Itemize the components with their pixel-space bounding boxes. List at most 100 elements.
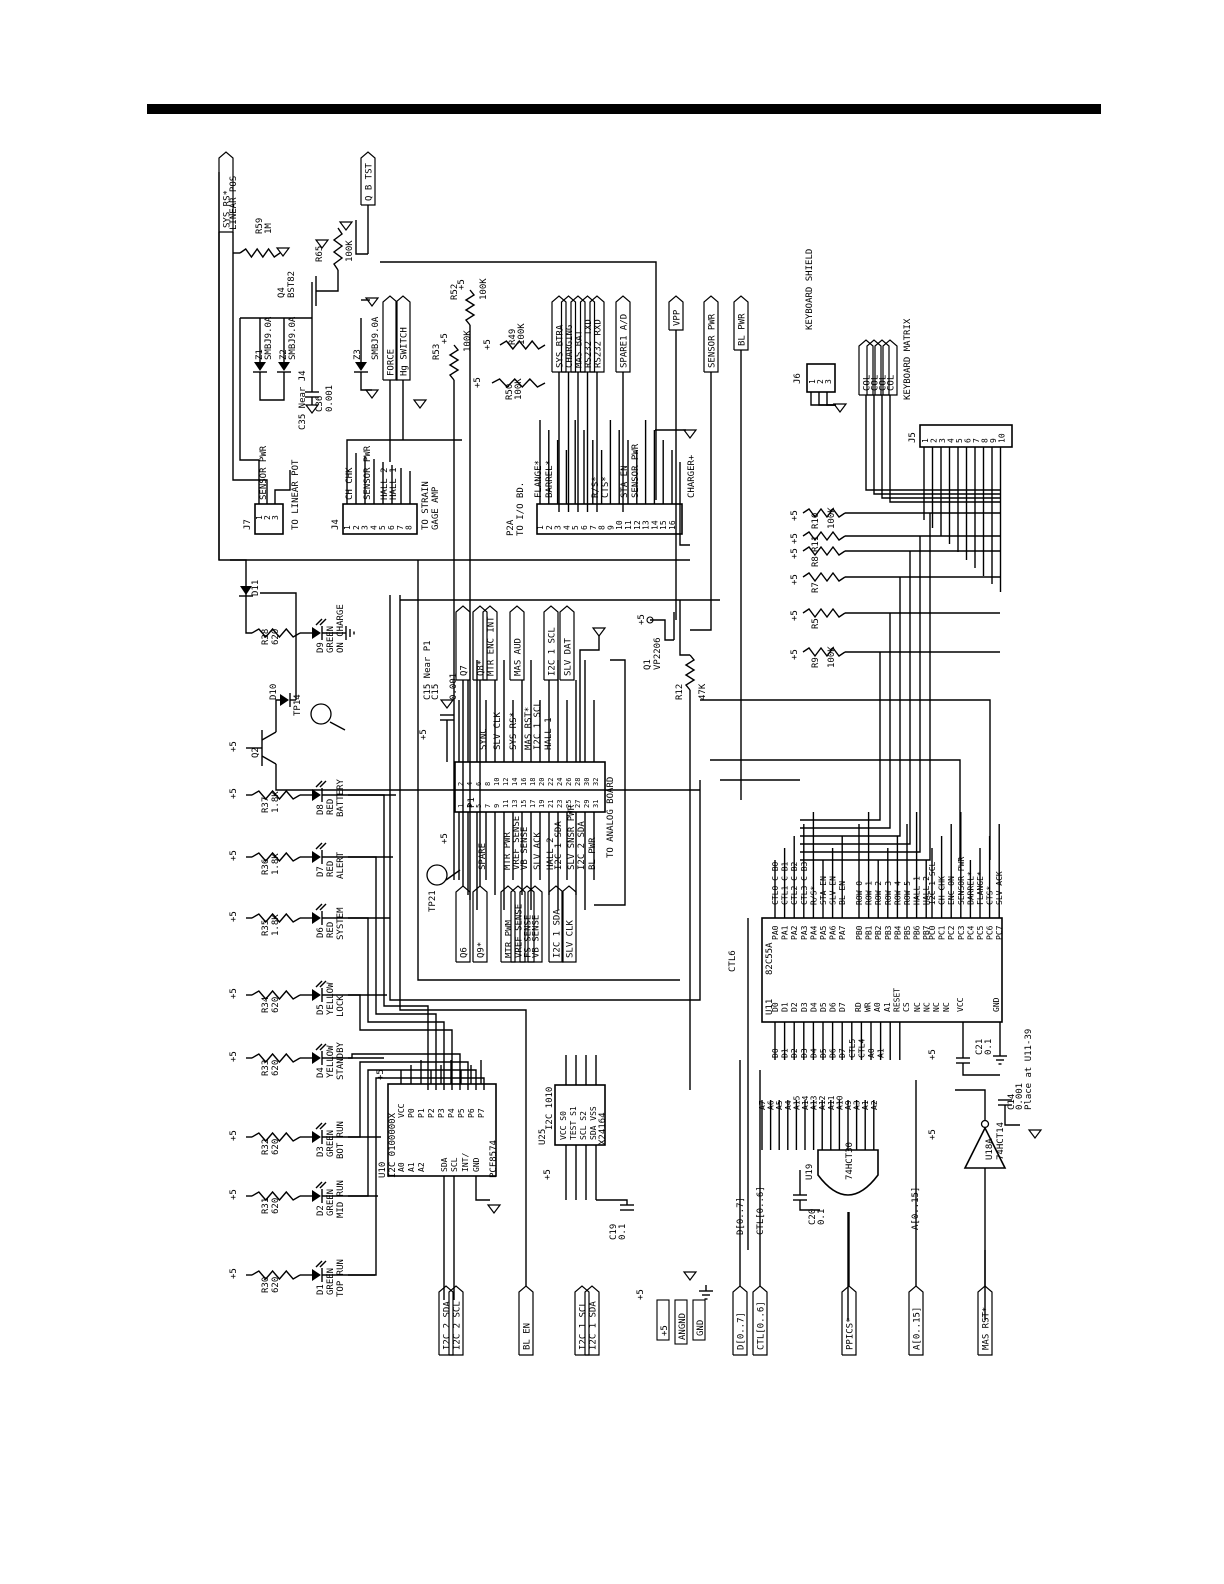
p2a-pin: 4: [562, 525, 571, 530]
p1-left-signal: VB SENSE: [520, 827, 530, 870]
u11-bus-entry: D3: [800, 1048, 809, 1058]
u11-pc-signal: ENC ON: [947, 876, 956, 905]
u10-right-pin: P2: [427, 1108, 436, 1118]
led-arrow: [319, 903, 327, 911]
r12-resistor: [684, 654, 696, 691]
u11-pc-signal: FLANGE*: [976, 871, 985, 905]
u11-pa-pin: PA7: [838, 925, 847, 940]
j5-pin: 6: [964, 438, 973, 443]
offpage-linear-pos: LINEAR POS: [229, 176, 239, 230]
r12-value: 47K: [698, 683, 708, 700]
led-diode-ref: D4: [316, 1067, 326, 1078]
u11-pb-pin: PB6: [913, 925, 922, 940]
u11-ctrl-pin: WR: [864, 1002, 873, 1012]
p1-offpage-left: SLV CLK: [566, 919, 576, 958]
bottom-flag: [752, 1285, 768, 1356]
gnd-box: [692, 1299, 706, 1341]
p1-pin-odd: 23: [556, 800, 564, 808]
j5-col-wire: [873, 395, 1000, 495]
led-resistor-R33: [251, 1052, 301, 1064]
z2-part: SMBJ9.0A: [288, 316, 298, 360]
u18-ref: U18A: [985, 1138, 995, 1160]
p1-supply: +5: [440, 833, 450, 844]
u11-body: [761, 917, 1003, 1023]
z1-net: [239, 318, 259, 461]
p2a-pin: 9: [606, 525, 615, 530]
led-supply-label: +5: [229, 1189, 239, 1200]
u11-data-pin: D4: [809, 1002, 818, 1012]
j4-pin: 2: [352, 525, 361, 530]
offpage-sensor-pwr: SENSOR PWR: [708, 313, 718, 368]
q4-part: BST82: [287, 271, 297, 298]
u10-right-pin: P7: [477, 1108, 486, 1118]
u11-bus-entry: D2: [790, 1048, 799, 1058]
p1-offpage-left-flag: [472, 885, 488, 963]
u10-ref: U10: [378, 1162, 388, 1178]
led-resistor-ref: R30: [261, 1277, 271, 1293]
tp21-ref: TP21: [428, 890, 438, 912]
z3-ground-top: [364, 297, 380, 307]
p1-pin-odd: 29: [583, 800, 591, 808]
led-feed-d5: [348, 994, 453, 1090]
u18-ground: [1027, 1129, 1043, 1139]
r50-supply: +5: [473, 377, 483, 388]
u11-pb-signal: ROW 4: [893, 881, 902, 905]
r65-ground: [314, 239, 330, 249]
r65-ref: R65: [315, 246, 325, 262]
r53-resistor: [448, 344, 460, 381]
z2-ref: Z2: [279, 349, 289, 360]
p2a-label: TO I/O BD.: [516, 482, 526, 536]
p1-ref: P1: [467, 797, 477, 808]
j5-col-wire: [889, 395, 1000, 503]
led-resistor-ref: R37: [261, 797, 271, 813]
u10-int: [475, 1176, 490, 1201]
z3-ref: Z3: [353, 349, 363, 360]
c36-value: 0.001: [325, 385, 335, 412]
p2a-signal: BARREL*: [545, 460, 555, 498]
j5-pin: 3: [938, 438, 947, 443]
u19-input-label: A9: [844, 1100, 853, 1110]
bottom-flag: [908, 1285, 924, 1356]
u11-ctrl-pin: RD: [854, 1002, 863, 1012]
keypad-supply: +5: [790, 548, 800, 559]
c15-ref: C15: [431, 684, 441, 700]
led-diode-color: GREEN: [326, 1130, 336, 1157]
d-bus-label: D[0..7]: [736, 1197, 746, 1235]
p2a-body: [536, 503, 683, 535]
led-resistor-R34: [251, 989, 301, 1001]
led-feed-d7: [348, 856, 437, 1090]
q2-supply: +5: [229, 741, 239, 752]
led-diode-D4: [312, 1052, 321, 1064]
c14-value: 0.001: [1015, 1083, 1025, 1110]
u19-input-label: A15: [792, 1095, 801, 1110]
u11-pb-signal: ROW 2: [874, 881, 883, 905]
j7-wire-3: [274, 470, 291, 504]
bottom-flag: [518, 1285, 534, 1356]
u11-data-pin: D5: [819, 1002, 828, 1012]
u18-output: [955, 1089, 986, 1120]
p1-right-signal: HALL 1: [544, 717, 554, 750]
j5-pin: 7: [972, 438, 981, 443]
offpage-mid-flag: [589, 295, 605, 373]
q1-source: [679, 646, 690, 656]
p1-pin-even: 18: [529, 778, 537, 786]
u11-pa-pin: PA2: [790, 925, 799, 940]
u11-pb-pin: PB5: [903, 925, 912, 940]
u11-pa-pin: PA6: [829, 925, 838, 940]
led-resistor-ref: R34: [261, 997, 271, 1013]
p2a-pin: 8: [598, 525, 607, 530]
led-diode-color: GREEN: [326, 1189, 336, 1216]
p1-pin-odd: 1: [457, 804, 465, 808]
j4-signal: HALL 2: [380, 467, 390, 500]
j5-pin: 8: [981, 438, 990, 443]
r38-resistor: [251, 627, 301, 639]
u19-ref: U19: [805, 1164, 815, 1180]
led-diode-ref: D8: [316, 804, 326, 815]
led-arrow: [315, 1260, 323, 1268]
p1-right-signal: SYNC: [479, 728, 489, 750]
led-resistor-value: 1.8K: [271, 791, 281, 813]
q2-ref: Q2: [251, 747, 261, 758]
u10-right-pin: VCC: [397, 1103, 406, 1118]
c19-wire: [596, 1199, 628, 1205]
j5-pin: 9: [989, 438, 998, 443]
